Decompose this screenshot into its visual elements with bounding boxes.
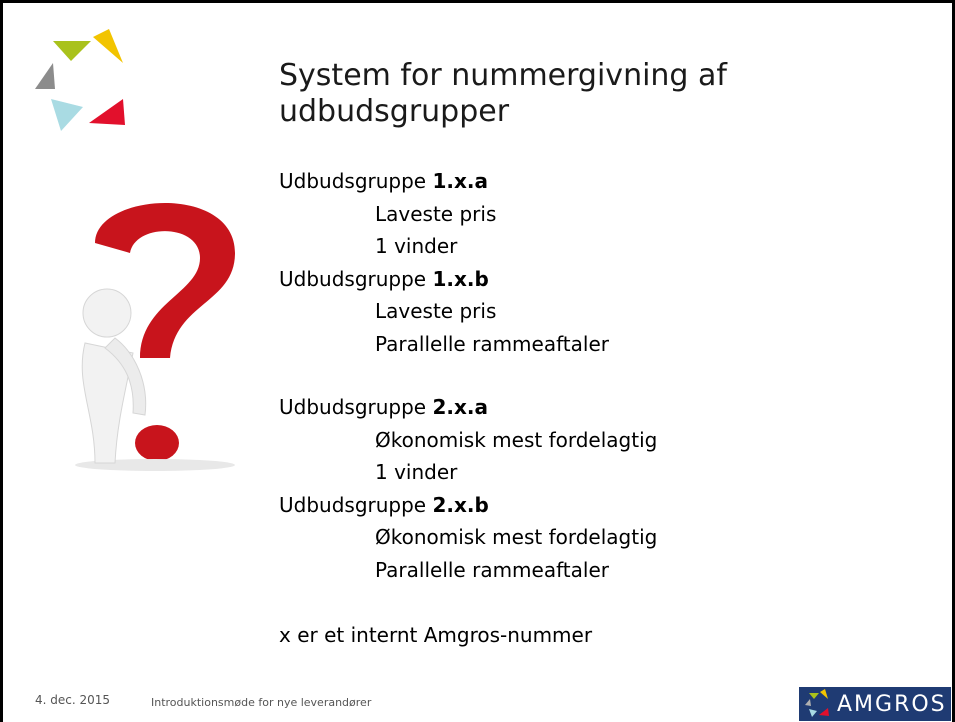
footer-date: 4. dec. 2015: [35, 693, 111, 707]
group-list: Udbudsgruppe 1.x.a Laveste pris 1 vinder…: [279, 165, 899, 586]
group-detail: Parallelle rammeaftaler: [375, 557, 609, 582]
amgros-logo: AMGROS: [799, 687, 951, 721]
group-detail: Laveste pris: [375, 201, 497, 226]
question-mark-figure-icon: [75, 203, 235, 471]
amgros-mark-icon: [805, 689, 829, 717]
group-code: 2.x.b: [432, 492, 489, 517]
group-detail: Økonomisk mest fordelagtig: [375, 525, 658, 549]
footer-text: Introduktionsmøde for nye leverandører: [151, 696, 372, 709]
group-code: 1.x.b: [432, 266, 489, 291]
brand-name: AMGROS: [837, 691, 947, 717]
group-heading: Udbudsgruppe 2.x.b: [279, 492, 489, 517]
logo-triangles-icon: [35, 29, 125, 131]
group-detail: Parallelle rammeaftaler: [375, 331, 609, 356]
group-heading: Udbudsgruppe 2.x.a: [279, 395, 488, 419]
group-detail: 1 vinder: [375, 460, 458, 484]
group-code: 2.x.a: [432, 395, 488, 419]
group-heading: Udbudsgruppe 1.x.b: [279, 266, 489, 291]
group-detail: Økonomisk mest fordelagtig: [375, 427, 658, 452]
group-heading: Udbudsgruppe 1.x.a: [279, 169, 488, 193]
group-detail: Laveste pris: [375, 299, 497, 323]
group-detail: 1 vinder: [375, 234, 458, 258]
group-code: 1.x.a: [432, 169, 488, 193]
slide-title: System for nummergivning af udbudsgruppe…: [279, 58, 727, 129]
footnote: x er et internt Amgros-nummer: [279, 623, 593, 647]
